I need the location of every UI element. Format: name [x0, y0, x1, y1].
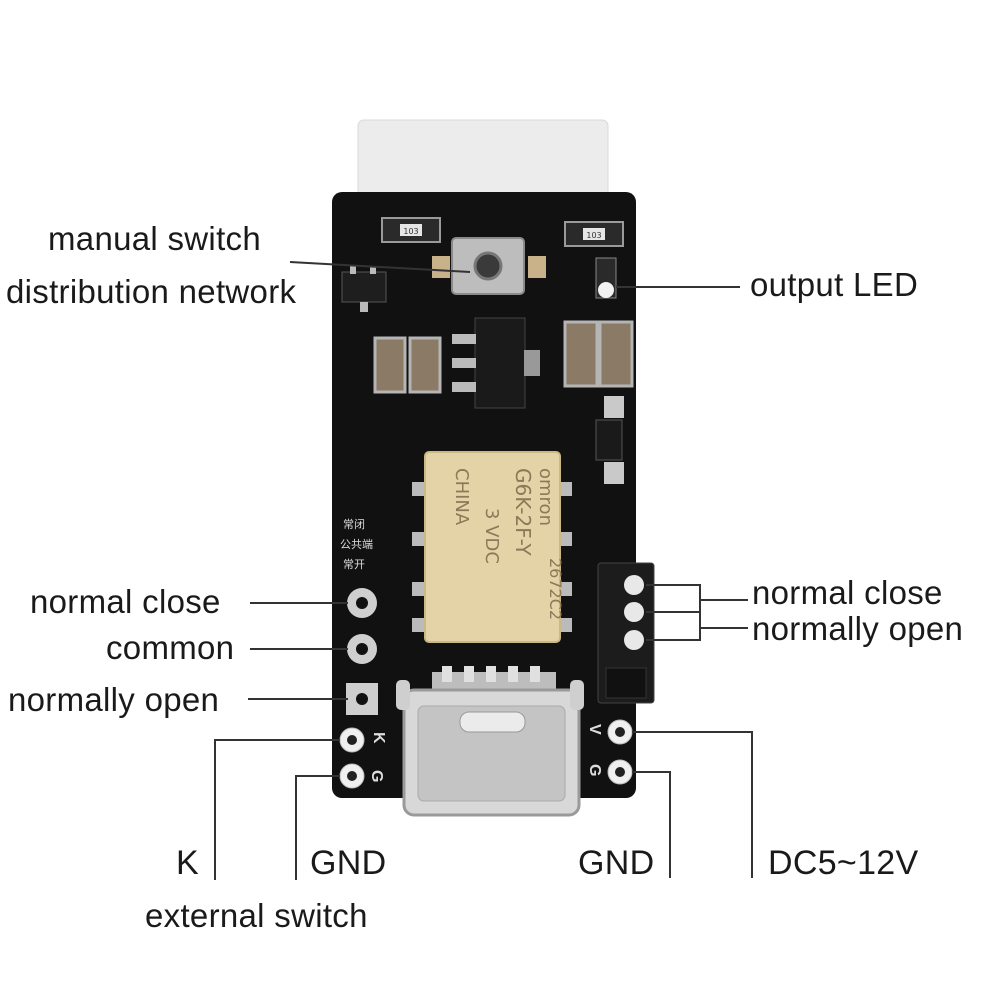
- silk-cn-nc: 常闭: [343, 518, 365, 531]
- silk-cn-com: 公共端: [340, 538, 373, 551]
- switch-button-icon: [473, 251, 503, 281]
- label-normal-close-right: normal close: [752, 574, 943, 611]
- voltage-regulator: [474, 317, 526, 409]
- capacitor-left-2: [408, 336, 442, 394]
- leader-gnd-left: [295, 775, 340, 880]
- svg-text:G6K-2F-Y: G6K-2F-Y: [511, 468, 535, 557]
- label-normally-open-right: normally open: [752, 610, 964, 647]
- relay-marking: omron G6K-2F-Y 3 VDC CHINA: [451, 468, 556, 564]
- label-k: K: [176, 844, 199, 882]
- label-dc-voltage: DC5~12V: [768, 844, 919, 882]
- header-pin-no: [624, 630, 644, 650]
- leader-gnd-right: [632, 771, 671, 878]
- silk-g-left: G: [368, 770, 385, 782]
- capacitor-right-2: [598, 320, 634, 388]
- silk-k: K: [370, 732, 387, 744]
- svg-text:omron: omron: [535, 468, 556, 526]
- svg-text:CHINA: CHINA: [451, 468, 472, 526]
- capacitor-left-1: [373, 336, 407, 394]
- silk-v: V: [586, 724, 603, 735]
- silk-cn-no: 常开: [343, 558, 365, 571]
- resistor-code-left: 103: [403, 227, 418, 236]
- label-external-switch: external switch: [145, 897, 368, 934]
- label-common: common: [106, 629, 235, 666]
- silk-g-right: G: [586, 764, 603, 776]
- header-pin-nc: [624, 575, 644, 595]
- resistor-code-right: 103: [586, 231, 601, 240]
- label-gnd-right: GND: [578, 844, 655, 882]
- leader-k: [214, 739, 340, 880]
- leader-normally-open-right: [646, 627, 748, 641]
- leader-dc-voltage: [632, 731, 753, 878]
- label-gnd-left: GND: [310, 844, 387, 882]
- label-distribution-network: distribution network: [6, 273, 297, 310]
- leader-manual-switch: [289, 261, 471, 273]
- relay-batch-code: 2672C2: [546, 558, 565, 620]
- relay: [424, 451, 561, 643]
- label-normally-open-left: normally open: [8, 681, 220, 718]
- leader-normal-close-right: [646, 584, 748, 601]
- capacitor-right-1: [563, 320, 599, 388]
- header-pin-com: [624, 602, 644, 622]
- transistor-left: [341, 271, 387, 303]
- label-output-led: output LED: [750, 266, 919, 303]
- label-manual-switch: manual switch: [48, 220, 261, 257]
- label-normal-close-left: normal close: [30, 583, 221, 620]
- diode: [595, 419, 623, 461]
- svg-text:3 VDC: 3 VDC: [481, 508, 502, 564]
- jumper-cap: [605, 667, 647, 699]
